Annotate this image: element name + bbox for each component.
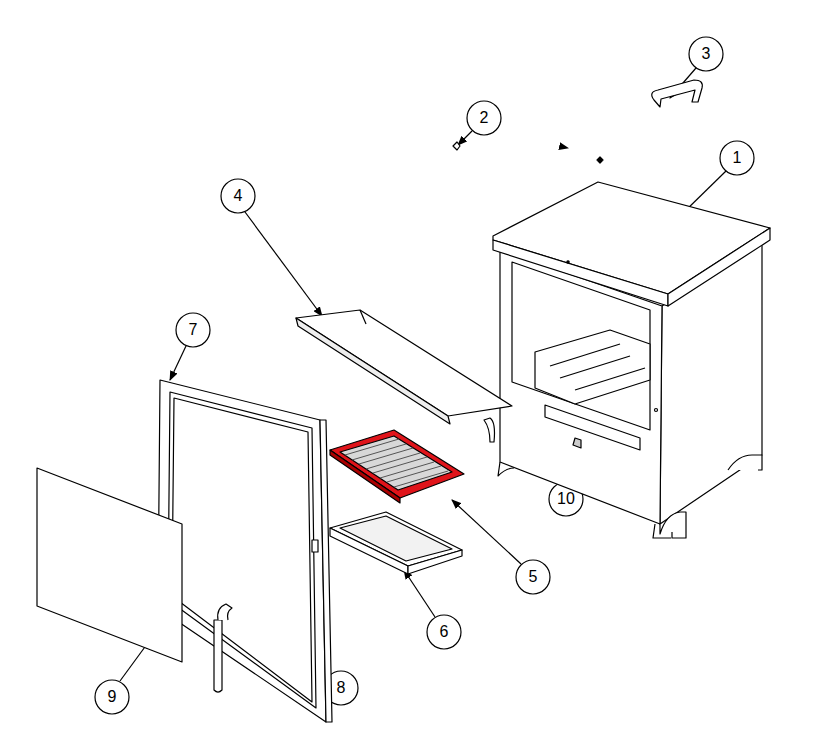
glass-panel: [37, 468, 182, 662]
door-frame: [158, 380, 332, 722]
callout-number: 8: [326, 677, 356, 699]
callout-number: 10: [551, 488, 581, 510]
callout-number: 1: [722, 147, 752, 169]
callout-number: 7: [178, 319, 208, 341]
callout-number: 6: [429, 621, 459, 643]
callout-circles: [95, 37, 754, 714]
stove-body: [493, 182, 770, 538]
screw-and-handle: [453, 80, 702, 163]
callout-number: 9: [97, 686, 127, 708]
callout-number: 4: [223, 185, 253, 207]
callout-number: 5: [518, 566, 548, 588]
door-handle: [214, 604, 232, 692]
ash-pan: [330, 512, 462, 574]
callout-number: 3: [691, 43, 721, 65]
grate: [330, 430, 464, 503]
baffle-plate: [296, 310, 512, 442]
callout-number: 2: [469, 107, 499, 129]
